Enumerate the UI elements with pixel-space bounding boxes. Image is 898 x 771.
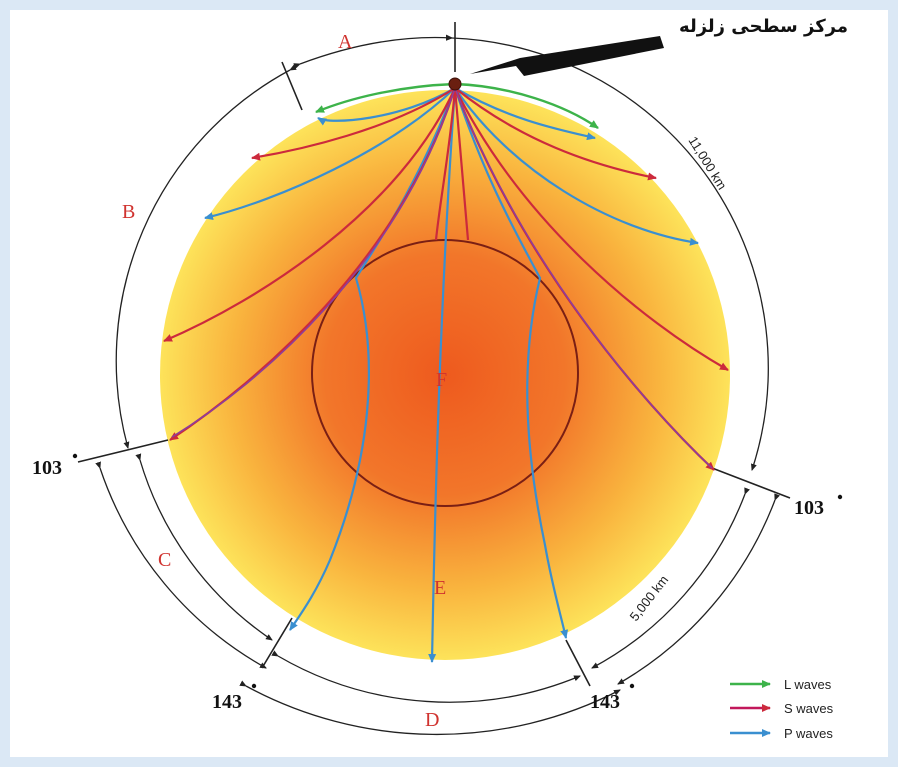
angle-left-103: 103 — [32, 457, 62, 479]
angle-left-143: 143 — [212, 691, 242, 713]
arc-11000km — [445, 34, 769, 471]
angle-right-143: 143 — [590, 691, 620, 713]
zone-a-label: A — [338, 31, 353, 53]
arc-zone-a — [293, 34, 453, 69]
epicenter-dot — [448, 77, 462, 91]
epicenter-label: مرکز سطحی زلزله — [679, 16, 848, 37]
zone-f-label: F — [436, 369, 447, 391]
zone-c-label: C — [158, 549, 171, 571]
arc-zone-d-outer — [239, 680, 621, 736]
arc-right-outer — [617, 493, 780, 685]
legend-l-label: L waves — [784, 677, 832, 692]
distance-arcs — [95, 34, 780, 736]
legend-p-label: P waves — [784, 726, 833, 741]
legend: L waves S waves P waves — [730, 677, 834, 741]
zone-letters: A B C D E F — [122, 31, 447, 731]
angle-right-103: 103 — [794, 497, 824, 519]
angle-labels: 103 103 143 143 — [32, 453, 843, 713]
zone-e-label: E — [434, 577, 446, 599]
arc-zone-b — [115, 64, 297, 449]
legend-s-label: S waves — [784, 701, 834, 716]
zone-b-label: B — [122, 201, 135, 223]
epicenter-pointer-arrow — [470, 36, 664, 76]
boundary-ticks — [77, 22, 791, 687]
combined-waves — [171, 87, 713, 469]
arc-zone-c-outer — [95, 461, 267, 669]
zone-d-label: D — [425, 709, 439, 731]
l-waves — [315, 82, 599, 129]
